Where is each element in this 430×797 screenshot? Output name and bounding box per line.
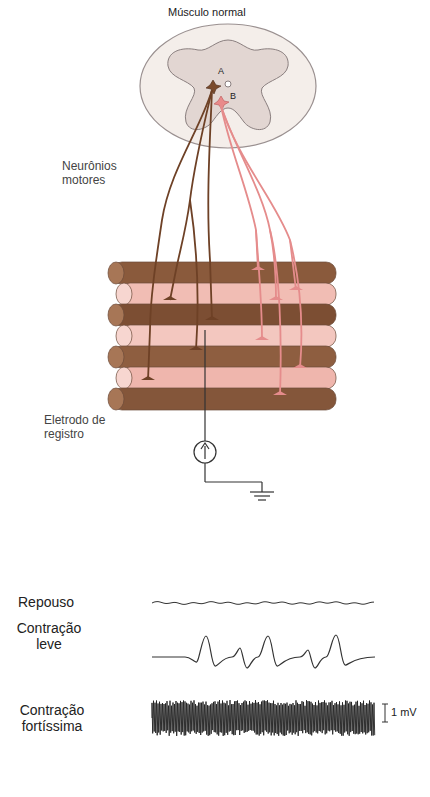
figure-title: Músculo normal bbox=[168, 6, 246, 19]
endplates bbox=[141, 266, 307, 395]
part-label: Eletrodo de registro bbox=[44, 414, 126, 442]
trace-label: Contração leve bbox=[6, 620, 92, 652]
scale-bar bbox=[382, 704, 388, 722]
recording-electrode bbox=[194, 330, 274, 500]
neuron-label: A bbox=[218, 66, 224, 76]
spinal-cord bbox=[140, 24, 316, 148]
gray-matter bbox=[168, 40, 288, 130]
axon-a bbox=[148, 90, 212, 380]
axon-b bbox=[221, 106, 302, 395]
trace-label: Repouso bbox=[18, 594, 74, 610]
part-label: Neurônios motores bbox=[62, 160, 138, 188]
scale-label: 1 mV bbox=[391, 706, 417, 719]
neuron-label: B bbox=[230, 91, 236, 101]
trace-label: Contração fortíssima bbox=[4, 702, 100, 734]
central-canal bbox=[225, 81, 231, 87]
rest-trace bbox=[152, 602, 374, 605]
light-contraction-trace bbox=[152, 635, 375, 668]
strong-contraction-trace bbox=[152, 700, 375, 736]
motor-neuron-a bbox=[206, 80, 221, 94]
